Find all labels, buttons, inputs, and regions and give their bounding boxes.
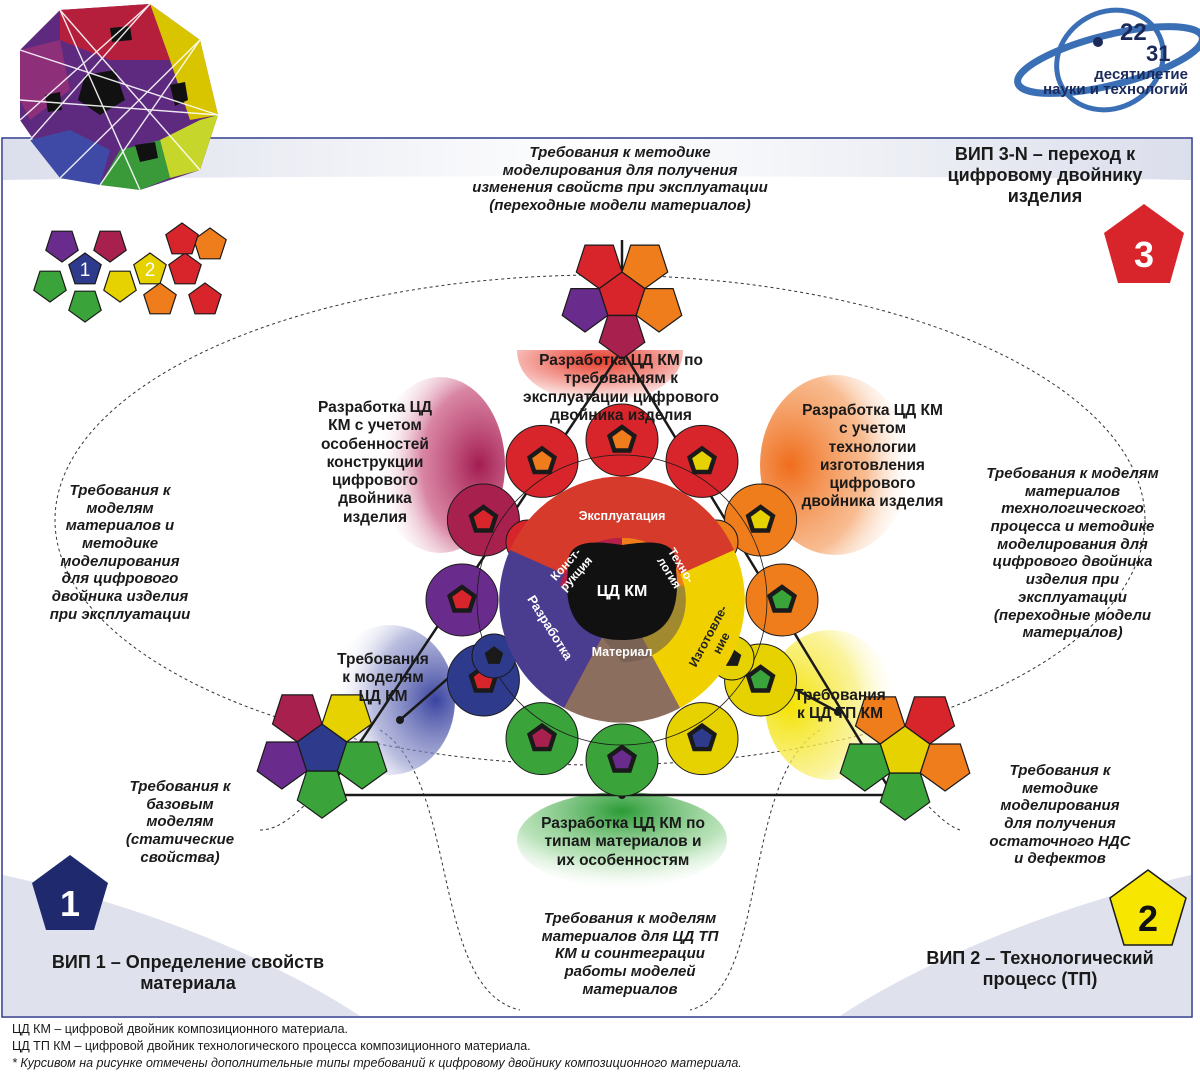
pentagon-petal — [635, 288, 683, 333]
pentagon-petal — [321, 694, 373, 743]
pentagon-petal — [271, 694, 323, 743]
legend-pentagon — [143, 282, 177, 315]
pentagon-petal — [296, 770, 348, 819]
req-right-text: Требования к моделям материалов технолог… — [986, 465, 1159, 642]
legend-pentagon — [168, 252, 202, 285]
logo-number-bottom: 31 — [1146, 41, 1171, 66]
pentagon-petal — [336, 741, 388, 790]
ring-dodecahedron-face — [610, 428, 634, 450]
pentagon-petal — [561, 288, 609, 333]
ring-dodecahedron-face — [530, 726, 554, 749]
requirement-lobes — [325, 350, 910, 888]
center-label: ЦД КМ — [596, 583, 648, 600]
vip2-heading: ВИП 2 – Технологический процесс (ТП) — [926, 948, 1154, 990]
vip3-number: 3 — [1133, 234, 1155, 275]
logo-line1: десятилетие — [1094, 66, 1188, 83]
ring-dodecahedron-face — [450, 588, 474, 610]
logo-number-top: 22 — [1120, 19, 1147, 46]
ring-dodecahedron-face — [484, 646, 504, 664]
req-top-text: Требования к методике моделирования для … — [472, 144, 768, 215]
ring-dodecahedron-face — [749, 508, 772, 530]
legend-pentagon — [165, 222, 199, 255]
ring-dodecahedron-face — [770, 588, 794, 610]
pentagon-petal — [919, 743, 971, 792]
vip2-pentagon — [1109, 869, 1187, 946]
vip1-heading: ВИП 1 – Определение свойств материала — [51, 952, 325, 994]
pentagon-petal — [854, 696, 906, 745]
sector-material-label: Материал — [591, 645, 653, 659]
pentagon-petal — [839, 743, 891, 792]
legend-pentagon — [93, 230, 127, 263]
pentagon-petal — [256, 741, 308, 790]
req-ndc-text: Требования к методике моделирования для … — [989, 762, 1131, 868]
dev-tech-text: Разработка ЦД КМ с учетом технологии изг… — [801, 402, 944, 511]
pentagon-cluster-right — [839, 696, 971, 821]
legend-number-2: 2 — [144, 260, 156, 281]
dev-types-text: Разработка ЦД КМ по типам материалов и и… — [541, 815, 705, 869]
legend-pentagon — [68, 290, 102, 323]
vip1-number: 1 — [59, 883, 81, 924]
ring-dodecahedron-face — [530, 449, 554, 471]
ring-dodecahedron-face — [690, 449, 714, 471]
footnote-2: ЦД ТП КМ – цифровой двойник технологичес… — [12, 1039, 531, 1053]
footnote-1: ЦД КМ – цифровой двойник композиционного… — [12, 1022, 348, 1036]
dev-constr-text: Разработка ЦД КМ с учетом особенностей к… — [317, 399, 433, 526]
vip3-heading: ВИП 3-N – переход к цифровому двойнику и… — [947, 144, 1143, 207]
pentagon-petal — [575, 244, 623, 290]
pentagon-petal — [598, 314, 646, 360]
legend-pentagon — [133, 252, 167, 285]
pentagon-legend-cluster — [33, 222, 227, 323]
legend-pentagon — [33, 270, 67, 303]
vip3-pentagon — [1104, 204, 1184, 283]
vip2-number: 2 — [1137, 898, 1159, 939]
pentagon-cluster-top — [561, 244, 683, 360]
ring-dodecahedron-face — [749, 668, 772, 690]
req-tp-km-text: Требования к ЦД ТП КМ — [794, 687, 886, 723]
pentagon-petal — [904, 696, 956, 745]
dodecahedron-illustration — [19, 3, 219, 191]
req-bottom-text: Требования к моделям материалов для ЦД Т… — [541, 910, 719, 998]
legend-pentagon — [68, 252, 102, 285]
footnote-3: * Курсивом на рисунке отмечены дополните… — [12, 1056, 742, 1070]
ring-dodecahedron-face — [472, 508, 495, 530]
req-left-text: Требования к моделям материалов и методи… — [49, 482, 191, 623]
ring-outline — [476, 454, 768, 746]
legend-pentagon — [188, 282, 222, 315]
req-base-text: Требования к базовым моделям (статически… — [125, 778, 235, 866]
sector-expl-label: Эксплуатация — [578, 509, 666, 523]
legend-number-1: 1 — [79, 260, 91, 281]
ring-dodecahedron-face — [690, 726, 714, 749]
decade-logo — [1014, 7, 1200, 113]
ring-dodecahedron-face — [610, 748, 634, 770]
logo-line2: науки и технологий — [1043, 81, 1188, 98]
vip1-pentagon — [32, 855, 108, 930]
central-circle — [499, 476, 745, 723]
legend-pentagon — [103, 270, 137, 303]
pentagon-petal — [621, 244, 669, 290]
legend-pentagon — [45, 230, 79, 263]
pentagon-cluster-left — [256, 694, 388, 819]
legend-number-3: 3 — [202, 260, 214, 281]
dev-expl-text: Разработка ЦД КМ по требованиям к эксплу… — [523, 352, 719, 424]
pentagon-petal — [879, 772, 931, 821]
req-models-km-text: Требования к моделям ЦД КМ — [337, 651, 429, 705]
